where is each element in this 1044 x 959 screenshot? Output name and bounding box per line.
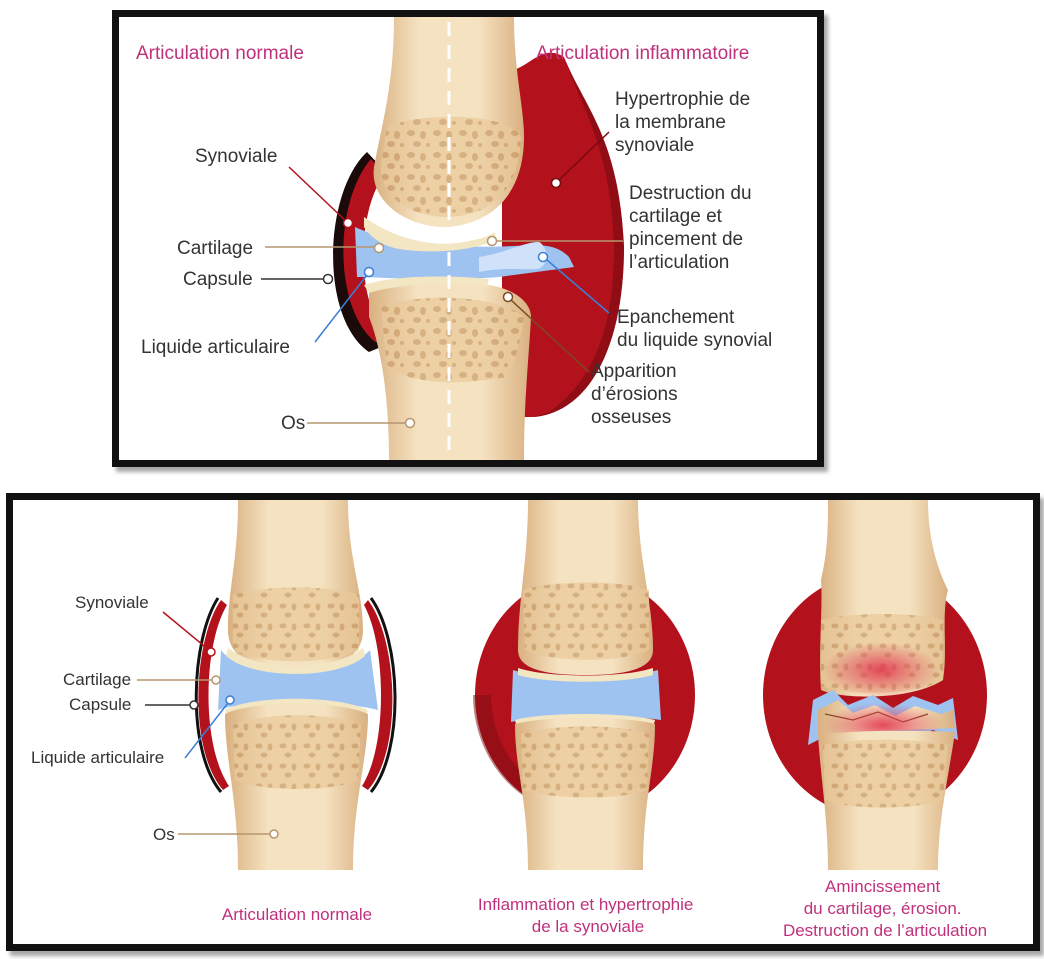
joint-progression-illustration: Synoviale Cartilage Capsule Liquide arti… (13, 500, 1033, 944)
label-apparition: Apparition d’érosions osseuses (591, 361, 683, 428)
label-liquide-articulaire: Liquide articulaire (141, 337, 290, 358)
title-normal-joint: Articulation normale (136, 43, 304, 64)
liquide-marker-bottom (226, 696, 234, 704)
label-epanchement: Epanchement du liquide synovial (617, 307, 772, 351)
synoviale-marker (344, 219, 353, 228)
label-capsule: Capsule (183, 269, 253, 290)
label-synoviale: Synoviale (195, 146, 277, 167)
label-capsule-bottom: Capsule (69, 695, 131, 714)
caption-destruction: Amincissement du cartilage, érosion. Des… (783, 877, 987, 940)
synoviale-marker-bottom (207, 648, 215, 656)
joint-normal (196, 500, 395, 870)
cartilage-marker (375, 244, 384, 253)
cartilage-marker-bottom (212, 676, 220, 684)
label-cartilage-bottom: Cartilage (63, 670, 131, 689)
liquide-marker (365, 268, 374, 277)
label-synoviale-bottom: Synoviale (75, 593, 149, 612)
joint-comparison-illustration: Articulation normale Articulation inflam… (119, 17, 817, 460)
label-cartilage: Cartilage (177, 238, 253, 259)
epanchement-marker (539, 253, 548, 262)
label-destruction: Destruction du cartilage et pincement de… (629, 183, 757, 273)
capsule-marker (324, 275, 333, 284)
label-hypertrophie: Hypertrophie de la membrane synoviale (615, 89, 755, 156)
label-os-bottom: Os (153, 825, 175, 844)
title-inflamed-joint: Articulation inflammatoire (536, 43, 749, 64)
os-marker-bottom (270, 830, 278, 838)
joint-inflammation (473, 500, 695, 870)
os-marker (406, 419, 415, 428)
capsule-marker-bottom (190, 701, 198, 709)
bottom-diagram-panel: Synoviale Cartilage Capsule Liquide arti… (6, 493, 1040, 951)
top-diagram-panel: Articulation normale Articulation inflam… (112, 10, 824, 467)
caption-inflammation: Inflammation et hypertrophie de la synov… (478, 895, 698, 936)
label-liquide-bottom: Liquide articulaire (31, 748, 164, 767)
caption-normal: Articulation normale (222, 905, 372, 924)
destruction-marker (488, 237, 497, 246)
joint-destruction (763, 500, 987, 870)
label-os: Os (281, 413, 305, 434)
